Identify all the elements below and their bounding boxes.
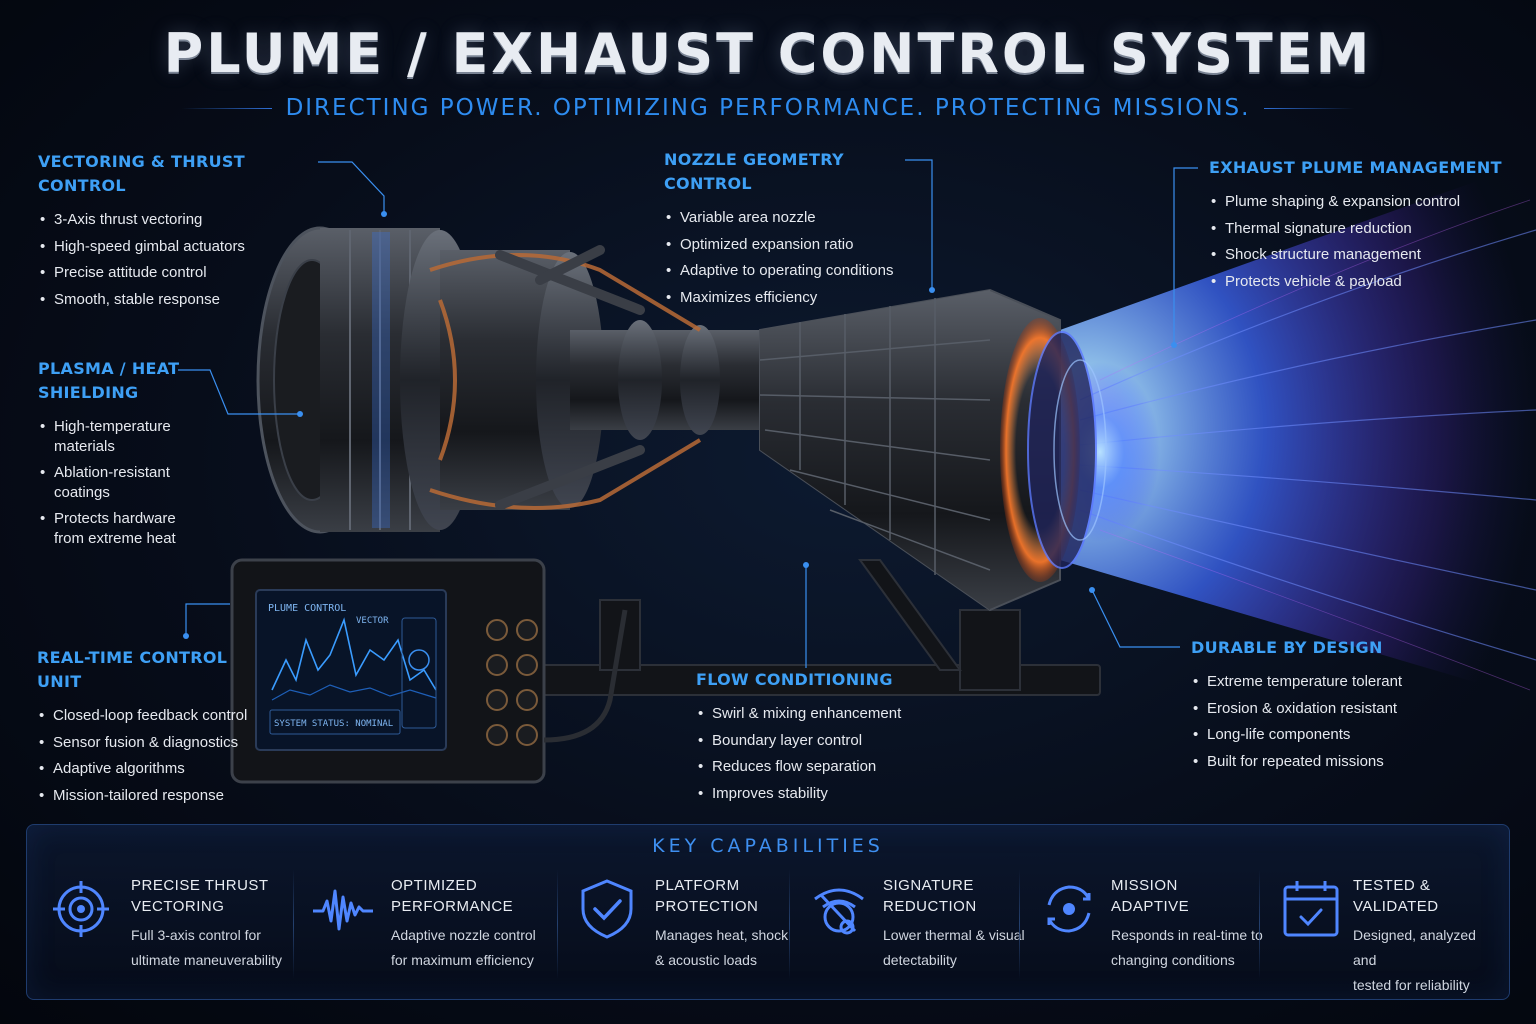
- subtitle-line-left: [181, 107, 272, 109]
- crosshair-icon: [53, 881, 109, 937]
- capability-desc: Lower thermal & visual detectability: [883, 927, 1025, 968]
- waveform-icon: [313, 889, 373, 931]
- section-control-unit: REAL-TIME CONTROL UNIT Closed-loop feedb…: [37, 646, 277, 812]
- capability-card: SIGNATURE REDUCTION Lower thermal & visu…: [807, 871, 1037, 981]
- section-title-line1: PLASMA / HEAT: [38, 359, 180, 378]
- capability-title: MISSION ADAPTIVE: [1111, 877, 1190, 915]
- capability-desc: Full 3-axis control for ultimate maneuve…: [131, 927, 282, 968]
- capability-card: MISSION ADAPTIVE Responds in real-time t…: [1037, 871, 1267, 981]
- list-item: Protects hardware: [38, 509, 238, 529]
- list-item: Sensor fusion & diagnostics: [37, 733, 277, 753]
- list-item: Ablation-resistant: [38, 463, 238, 483]
- list-item: 3-Axis thrust vectoring: [38, 210, 338, 230]
- section-title: REAL-TIME CONTROL UNIT: [37, 648, 228, 691]
- section-flow: FLOW CONDITIONING Swirl & mixing enhance…: [696, 668, 936, 810]
- section-nozzle: NOZZLE GEOMETRY CONTROL Variable area no…: [664, 148, 924, 314]
- adaptive-cycle-icon: [1047, 885, 1091, 933]
- list-item-continued: materials: [54, 438, 115, 455]
- section-durable: DURABLE BY DESIGN Extreme temperature to…: [1191, 636, 1471, 778]
- list-item: Precise attitude control: [38, 263, 338, 283]
- capability-desc: Designed, analyzed and tested for reliab…: [1353, 927, 1476, 993]
- calendar-check-icon: [1283, 881, 1339, 937]
- list-item: Mission-tailored response: [37, 786, 277, 806]
- list-item: Swirl & mixing enhancement: [696, 704, 936, 724]
- divider: [293, 869, 294, 979]
- list-item: High-speed gimbal actuators: [38, 237, 338, 257]
- list-item-continued: from extreme heat: [54, 530, 176, 547]
- capability-title: SIGNATURE REDUCTION: [883, 877, 977, 915]
- capability-title: PLATFORM PROTECTION: [655, 877, 759, 915]
- list-item: Protects vehicle & payload: [1209, 272, 1509, 292]
- divider: [1259, 869, 1260, 979]
- section-title: VECTORING & THRUST CONTROL: [38, 152, 245, 195]
- capability-card: PRECISE THRUST VECTORING Full 3-axis con…: [49, 871, 299, 981]
- section-title: FLOW CONDITIONING: [696, 670, 893, 689]
- list-item: Improves stability: [696, 784, 936, 804]
- list-item-continued: coatings: [54, 484, 110, 501]
- section-plume: EXHAUST PLUME MANAGEMENT Plume shaping &…: [1209, 156, 1509, 298]
- divider: [789, 869, 790, 979]
- list-item: Boundary layer control: [696, 731, 936, 751]
- list-item: Built for repeated missions: [1191, 752, 1471, 772]
- list-item: Smooth, stable response: [38, 290, 338, 310]
- page-title: PLUME / EXHAUST CONTROL SYSTEM: [163, 22, 1373, 85]
- capability-title: OPTIMIZED PERFORMANCE: [391, 877, 514, 915]
- section-vectoring: VECTORING & THRUST CONTROL 3-Axis thrust…: [38, 150, 338, 316]
- copper-piping: [429, 253, 702, 510]
- list-item: Thermal signature reduction: [1209, 219, 1509, 239]
- section-title: NOZZLE GEOMETRY CONTROL: [664, 150, 844, 193]
- list-item: Extreme temperature tolerant: [1191, 672, 1471, 692]
- list-item: Maximizes efficiency: [664, 288, 924, 308]
- capability-card: TESTED & VALIDATED Designed, analyzed an…: [1279, 871, 1499, 993]
- engine-core: [570, 320, 770, 440]
- list-item: Variable area nozzle: [664, 208, 924, 228]
- capability-title: TESTED & VALIDATED: [1353, 877, 1439, 915]
- capability-card: PLATFORM PROTECTION Manages heat, shock …: [575, 871, 795, 981]
- list-item: Optimized expansion ratio: [664, 235, 924, 255]
- subtitle-line-right: [1264, 107, 1355, 109]
- engine-stand: [469, 559, 1101, 696]
- list-item: Plume shaping & expansion control: [1209, 192, 1509, 212]
- list-item: Long-life components: [1191, 725, 1471, 745]
- screen-status: SYSTEM STATUS: NOMINAL: [274, 719, 393, 729]
- key-capabilities-panel: KEY CAPABILITIES PRECISE THRUST VECTORIN…: [26, 824, 1510, 1000]
- screen-title: PLUME CONTROL: [268, 603, 346, 614]
- list-item: Adaptive algorithms: [37, 759, 277, 779]
- control-unit: [230, 558, 628, 784]
- list-item: Shock structure management: [1209, 245, 1509, 265]
- divider: [557, 869, 558, 979]
- divider: [1019, 869, 1020, 979]
- section-title: EXHAUST PLUME MANAGEMENT: [1209, 158, 1502, 177]
- subtitle-row: DIRECTING POWER. OPTIMIZING PERFORMANCE.…: [0, 92, 1536, 124]
- list-item: High-temperature: [38, 417, 238, 437]
- capability-title: PRECISE THRUST VECTORING: [131, 877, 269, 915]
- section-title-line2: SHIELDING: [38, 383, 139, 402]
- screen-vector-label: VECTOR: [356, 616, 389, 626]
- list-item: Closed-loop feedback control: [37, 706, 277, 726]
- nozzle-body: [759, 288, 1107, 612]
- shield-check-icon: [581, 879, 633, 939]
- section-title: DURABLE BY DESIGN: [1191, 638, 1383, 657]
- actuator-struts: [495, 245, 645, 510]
- list-item: Erosion & oxidation resistant: [1191, 699, 1471, 719]
- list-item: Adaptive to operating conditions: [664, 261, 924, 281]
- list-item: Reduces flow separation: [696, 757, 936, 777]
- capability-desc: Manages heat, shock & acoustic loads: [655, 927, 789, 968]
- key-capabilities-title: KEY CAPABILITIES: [652, 835, 884, 857]
- capability-desc: Responds in real-time to changing condit…: [1111, 927, 1263, 968]
- section-title: PLASMA / HEAT SHIELDING: [38, 357, 238, 405]
- capability-card: OPTIMIZED PERFORMANCE Adaptive nozzle co…: [311, 871, 561, 981]
- radar-icon: [814, 888, 864, 935]
- page-subtitle: DIRECTING POWER. OPTIMIZING PERFORMANCE.…: [285, 95, 1251, 121]
- capability-desc: Adaptive nozzle control for maximum effi…: [391, 927, 536, 968]
